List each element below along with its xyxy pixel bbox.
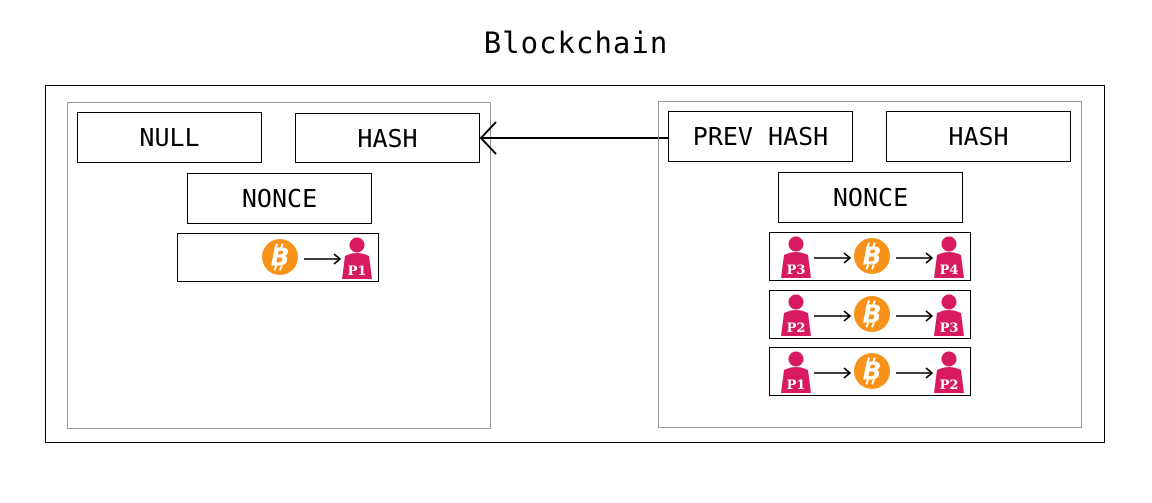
hash-field: HASH — [886, 111, 1071, 162]
svg-text:B: B — [863, 357, 882, 386]
person-icon: P2 — [934, 351, 964, 393]
person-icon: P1 — [342, 237, 372, 279]
bitcoin-icon: B — [261, 238, 299, 276]
person-icon: P3 — [934, 294, 964, 336]
sender-label: P3 — [787, 263, 806, 278]
sender-label: P2 — [787, 321, 806, 336]
recipient-label: P1 — [348, 264, 367, 279]
bitcoin-icon: B — [853, 295, 891, 333]
arrow-right-icon — [304, 253, 342, 265]
arrow-right-icon — [814, 252, 852, 264]
sender-label: P1 — [787, 378, 806, 393]
transaction-row: P2 B P3 — [769, 290, 971, 339]
transaction-row: P1 B P2 — [769, 347, 971, 396]
prev-hash-field: NULL — [77, 112, 262, 163]
block-genesis — [67, 102, 491, 429]
arrow-right-icon — [896, 367, 934, 379]
arrow-right-icon — [814, 367, 852, 379]
person-icon: P3 — [781, 236, 811, 278]
recipient-label: P2 — [940, 378, 959, 393]
transaction-row: P3 B P4 — [769, 232, 971, 281]
svg-text:B: B — [863, 242, 882, 271]
arrow-right-icon — [896, 252, 934, 264]
block-2 — [658, 101, 1082, 428]
svg-text:B: B — [863, 300, 882, 329]
bitcoin-icon: B — [853, 237, 891, 275]
nonce-field: NONCE — [187, 173, 372, 224]
nonce-field: NONCE — [778, 172, 963, 223]
prev-hash-field: PREV HASH — [668, 111, 853, 162]
person-icon: P4 — [934, 236, 964, 278]
svg-text:B: B — [271, 243, 290, 272]
hash-link-arrow — [479, 121, 688, 155]
person-icon: P1 — [781, 351, 811, 393]
recipient-label: P4 — [940, 263, 959, 278]
arrow-right-icon — [814, 310, 852, 322]
blockchain-container — [45, 85, 1105, 443]
diagram-title: Blockchain — [483, 26, 669, 60]
bitcoin-icon: B — [853, 352, 891, 390]
transaction-row: B P1 — [177, 233, 379, 282]
recipient-label: P3 — [940, 321, 959, 336]
hash-field: HASH — [295, 113, 480, 163]
person-icon: P2 — [781, 294, 811, 336]
arrow-right-icon — [896, 310, 934, 322]
